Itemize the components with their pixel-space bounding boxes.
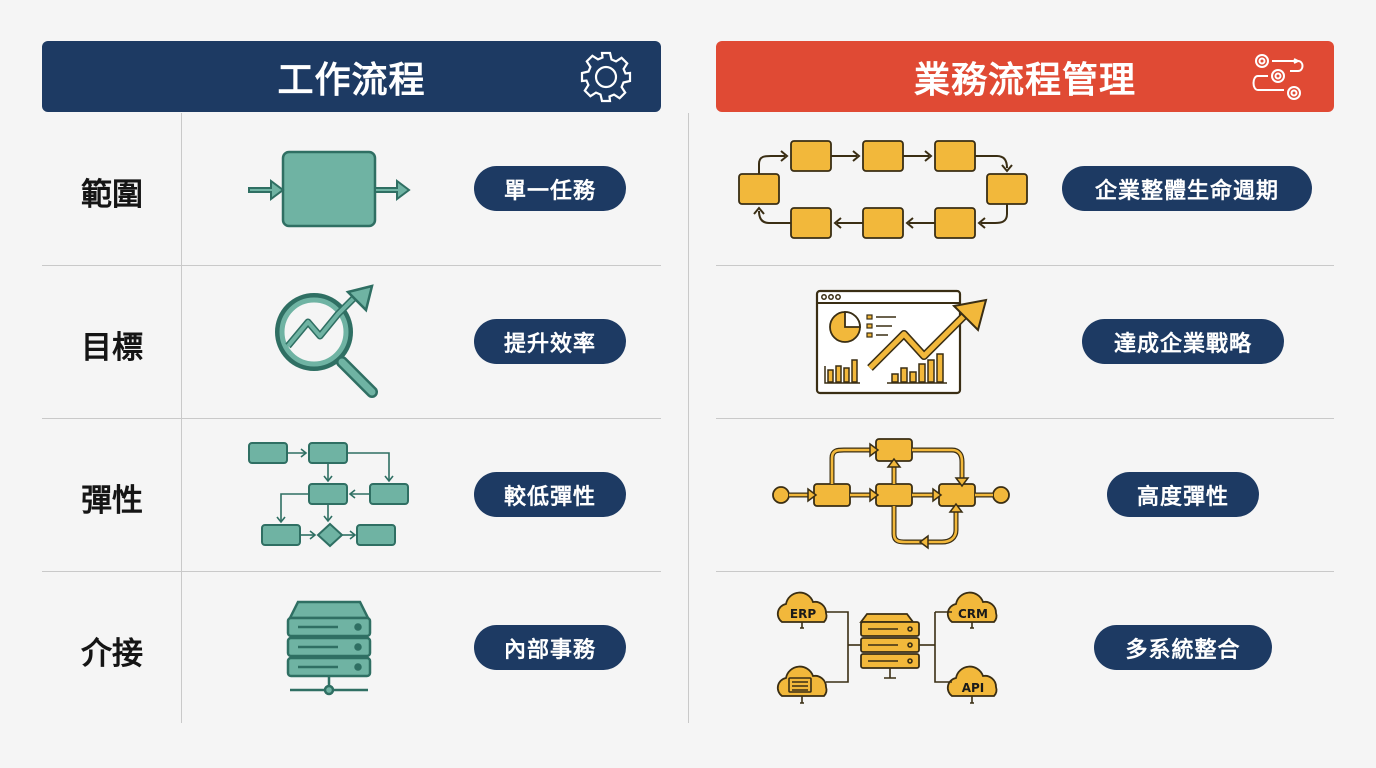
- row-divider: [716, 265, 1334, 266]
- row-divider: [716, 571, 1334, 572]
- strategy-dashboard-icon: [815, 289, 988, 395]
- row-label-integration: 介接: [81, 636, 143, 672]
- pill-improve-efficiency: 提升效率: [474, 319, 626, 364]
- flexible-flow-icon: [772, 438, 1010, 550]
- system-integration-icon: ERP CRM API: [776, 591, 998, 704]
- row-divider: [42, 265, 661, 266]
- pill-enterprise-lifecycle: 企業整體生命週期: [1062, 166, 1312, 211]
- row-divider: [42, 571, 661, 572]
- pill-single-task: 單一任務: [474, 166, 626, 211]
- gear-icon: [580, 51, 632, 103]
- pill-low-flexibility: 較低彈性: [474, 472, 626, 517]
- pill-multi-system: 多系統整合: [1094, 625, 1272, 670]
- lifecycle-loop-icon: [738, 140, 1028, 239]
- header-bpm-title: 業務流程管理: [913, 59, 1136, 101]
- rigid-flowchart-icon: [248, 442, 409, 548]
- header-workflow-title: 工作流程: [277, 59, 426, 101]
- efficiency-magnifier-icon: [275, 284, 378, 398]
- row-divider: [716, 418, 1334, 419]
- api-label: API: [962, 681, 985, 695]
- row-label-goal: 目標: [81, 330, 143, 366]
- pill-high-flexibility: 高度彈性: [1107, 472, 1259, 517]
- erp-label: ERP: [790, 607, 816, 621]
- header-workflow: 工作流程: [42, 41, 661, 112]
- row-divider: [42, 418, 661, 419]
- row-label-flexibility: 彈性: [81, 483, 143, 519]
- pill-enterprise-strategy: 達成企業戰略: [1082, 319, 1284, 364]
- header-bpm: 業務流程管理: [716, 41, 1334, 112]
- row-label-scope: 範圍: [81, 177, 143, 213]
- pill-internal-affairs: 內部事務: [474, 625, 626, 670]
- center-divider: [688, 113, 689, 723]
- server-icon: [286, 600, 372, 696]
- process-gears-icon: [1252, 54, 1304, 100]
- crm-label: CRM: [958, 607, 988, 621]
- single-task-box-icon: [248, 150, 411, 228]
